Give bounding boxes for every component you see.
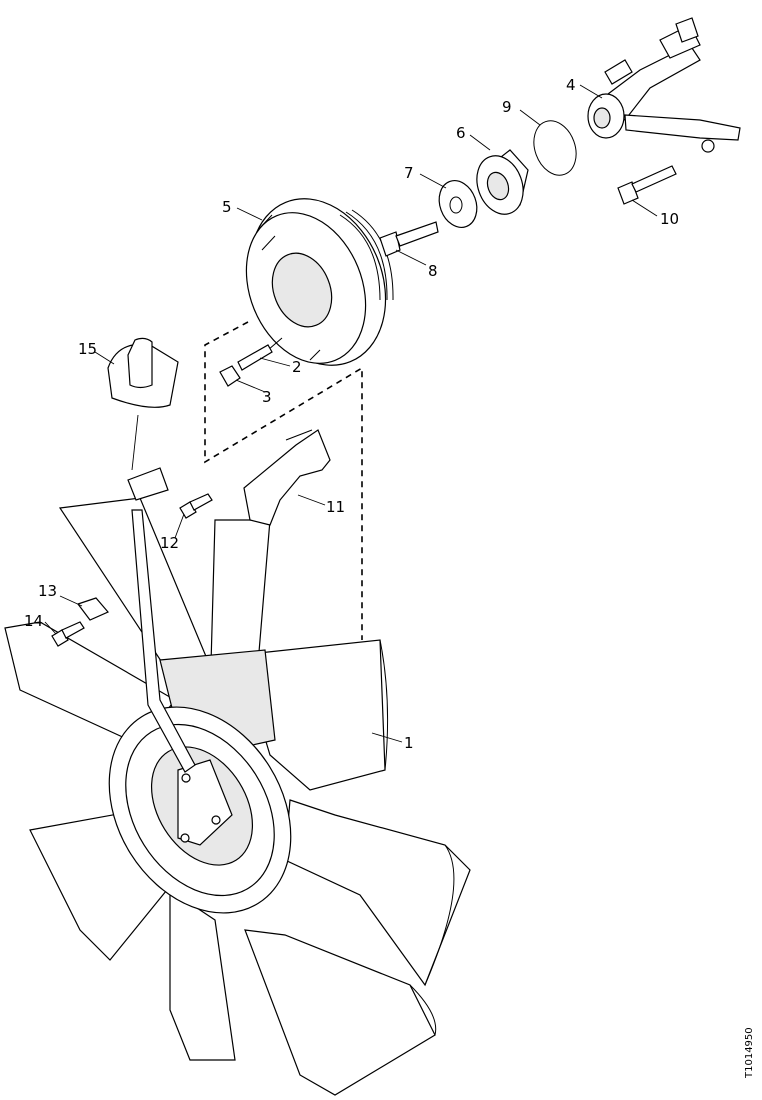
callout-13: 13 (38, 582, 57, 600)
mount-outline (204, 321, 363, 640)
callout-14: 14 (24, 612, 43, 630)
bearing-6 (476, 149, 529, 215)
bolt-10 (617, 165, 677, 205)
callout-15: 15 (78, 340, 97, 358)
washer-7 (438, 180, 478, 228)
callout-11: 11 (326, 498, 345, 516)
callout-7: 7 (404, 164, 414, 182)
callout-9: 9 (502, 98, 512, 116)
nut-3 (219, 365, 241, 387)
leader-lines (44, 84, 658, 743)
callout-2: 2 (292, 358, 302, 376)
figure-id: T1014950 (744, 1027, 755, 1079)
callout-3: 3 (262, 388, 272, 406)
cap-15 (107, 337, 179, 408)
bracket-11 (243, 429, 331, 526)
callout-1: 1 (404, 734, 414, 752)
callout-6: 6 (456, 124, 466, 142)
tensioner-arm-4 (587, 17, 741, 153)
fitting-13 (77, 597, 109, 621)
callout-10: 10 (660, 210, 679, 228)
callout-12: 12 (160, 534, 179, 552)
callout-5: 5 (222, 198, 232, 216)
bolt-2 (237, 344, 273, 371)
pulley-5 (245, 198, 394, 366)
callouts: 1 2 3 4 5 6 7 8 9 10 11 12 13 14 15 (24, 76, 679, 752)
circlip-9 (533, 120, 577, 176)
screw-12 (179, 493, 213, 519)
fan-assembly (4, 497, 471, 1096)
bolt-8 (379, 221, 439, 257)
callout-8: 8 (428, 262, 438, 280)
callout-4: 4 (566, 76, 576, 94)
sensor-cable (127, 414, 196, 773)
